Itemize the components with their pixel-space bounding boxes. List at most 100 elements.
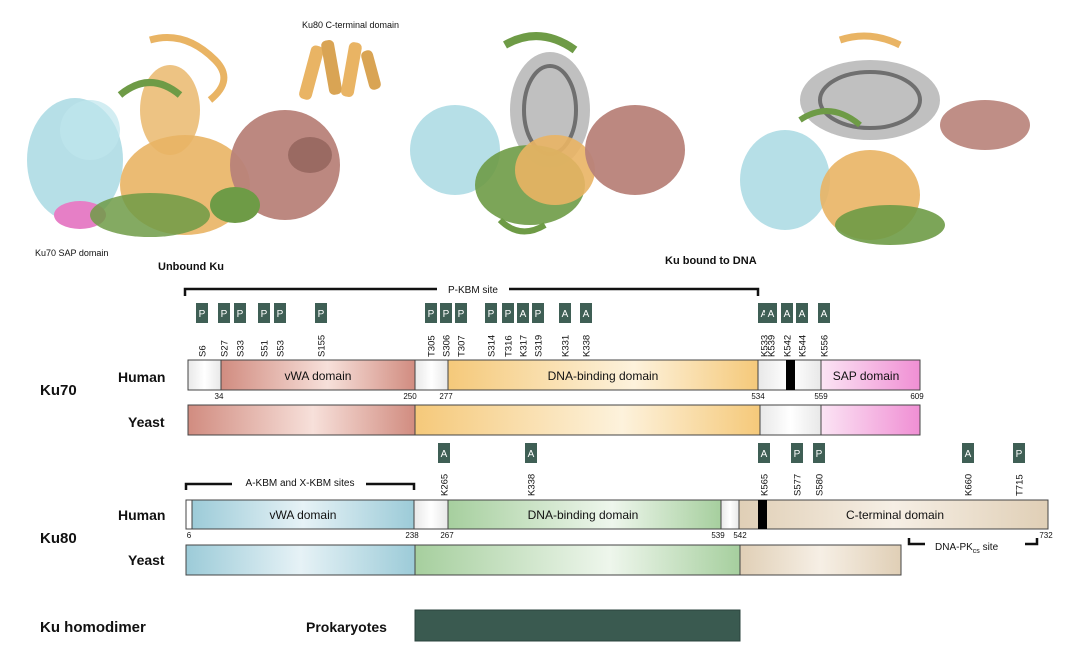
ku70-site-label: T316: [504, 335, 515, 357]
ku70-marker-s314: [485, 303, 497, 323]
ku70-marker-type: A: [583, 309, 590, 320]
ku70-marker-s319: [532, 303, 544, 323]
ku80-marker-type: A: [761, 449, 768, 460]
ku70-marker-t316: [502, 303, 514, 323]
unbound-caption: Unbound Ku: [158, 261, 224, 273]
ku80-human-bar: [185, 499, 1049, 530]
ku80-marker-t715: [1013, 443, 1025, 463]
ku70-site-label: S33: [236, 340, 247, 357]
ku80-marker-s580: [813, 443, 825, 463]
ku80-marker-type: A: [528, 449, 535, 460]
ku70-site-label: K556: [820, 335, 831, 357]
ku80-site-label: K660: [964, 474, 975, 496]
ku70-marker-type: P: [458, 309, 465, 320]
ku70-site-label: S319: [534, 335, 545, 357]
ku80-marker-k565: [758, 443, 770, 463]
ku70-site-label: S306: [442, 335, 453, 357]
ku70-marker-k338: [580, 303, 592, 323]
ku70-marker-s306: [440, 303, 452, 323]
ku70-marker-type: A: [761, 309, 768, 320]
ku80-site-label: T715: [1015, 474, 1026, 496]
ku70-yeast-bar: [187, 404, 921, 436]
ku70-site-label: T307: [457, 335, 468, 357]
ku80-c-terminal-structure: [299, 39, 381, 100]
ku70-marker-k317: [517, 303, 529, 323]
ku70-marker-type: P: [237, 309, 244, 320]
ku70-sap-domain: [820, 359, 921, 391]
ku70-marker-k542: [781, 303, 793, 323]
ku80-marker-type: P: [794, 449, 801, 460]
ku70-marker-type: P: [428, 309, 435, 320]
ku80-site-label: S580: [815, 474, 826, 496]
ku70-marker-k331: [559, 303, 571, 323]
ku70-marker-type: P: [443, 309, 450, 320]
ku70-pos: 534: [751, 392, 765, 401]
ku70-marker-type: A: [520, 309, 527, 320]
ku80-site-label: S577: [793, 474, 804, 496]
prokaryote-ku-bar: [414, 609, 741, 642]
ku70-site-label: K331: [561, 335, 572, 357]
ku80-human-label: Human: [118, 507, 165, 523]
ku80-site-label: K265: [440, 474, 451, 496]
ku70-marker-type: P: [277, 309, 284, 320]
ku80-dna-binding-label: DNA-binding domain: [528, 508, 639, 522]
ku70-marker-k539: [765, 303, 777, 323]
ku70-site-label: K539: [767, 335, 778, 357]
ku70-marker-s27: [218, 303, 230, 323]
ku70-marker-type: P: [505, 309, 512, 320]
ku70-marker-t305: [425, 303, 437, 323]
ku70-vwa-label: vWA domain: [285, 369, 352, 383]
ku70-site-label: S314: [487, 335, 498, 357]
ku80-marker-type: P: [816, 449, 823, 460]
ku80-vwa-label: vWA domain: [270, 508, 337, 522]
akbm-label: A-KBM and X-KBM sites: [246, 478, 355, 489]
ku70-vwa-domain: [220, 359, 416, 391]
ku80-pos: 238: [405, 531, 419, 540]
bound-ku-structure-side: [740, 32, 1030, 245]
ku70-marker-type: P: [221, 309, 228, 320]
ku80-pos: 6: [187, 531, 192, 540]
ku70-marker-type: A: [821, 309, 828, 320]
ku70-marker-type: P: [199, 309, 206, 320]
ku70-marker-type: P: [261, 309, 268, 320]
ku70-site-label: K544: [798, 335, 809, 357]
ku70-marker-type: P: [318, 309, 325, 320]
dnapk-label-end: site: [980, 542, 999, 553]
ku70-marker-type: A: [784, 309, 791, 320]
dnapk-label-main: DNA-PK: [935, 542, 973, 553]
ku80-site-label: K565: [760, 474, 771, 496]
ku70-site-label: K542: [783, 335, 794, 357]
ku70-marker-k544: [796, 303, 808, 323]
ku70-marker-s6: [196, 303, 208, 323]
ku80-pos: 539: [711, 531, 725, 540]
ku80-pos: 542: [733, 531, 747, 540]
ku80-vwa-domain: [191, 499, 415, 530]
homodimer-label: Ku homodimer: [40, 619, 146, 636]
ku70-marker-type: A: [768, 309, 775, 320]
ku80-marker-k660: [962, 443, 974, 463]
ku70-pos: 250: [403, 392, 417, 401]
dnapk-label: DNA-PKcs site: [935, 542, 999, 555]
ku70-label: Ku70: [40, 382, 77, 399]
ku70-marker-s155: [315, 303, 327, 323]
bound-caption: Ku bound to DNA: [665, 255, 757, 267]
ku80-marker-s577: [791, 443, 803, 463]
ku80-site-label: K338: [527, 474, 538, 496]
ku70-site-label: S6: [198, 345, 209, 357]
ku70-marker-s53: [274, 303, 286, 323]
ku70-site-label: K338: [582, 335, 593, 357]
ku70-sap-label: Ku70 SAP domain: [35, 248, 108, 258]
bound-ku-structure-front: [410, 32, 685, 235]
ku70-human-label: Human: [118, 369, 165, 385]
ku80-marker-type: A: [965, 449, 972, 460]
ku80-label: Ku80: [40, 530, 77, 547]
ku70-sap-label-bar: SAP domain: [833, 369, 900, 383]
ku70-site-label: K533: [760, 335, 771, 357]
ku70-marker-t307: [455, 303, 467, 323]
ku80-c-terminal-domain: [738, 499, 1049, 530]
ku80-c-terminal-label: Ku80 C-terminal domain: [302, 20, 399, 30]
ku70-yeast-label: Yeast: [128, 414, 165, 430]
ku70-site-label: T305: [427, 335, 438, 357]
